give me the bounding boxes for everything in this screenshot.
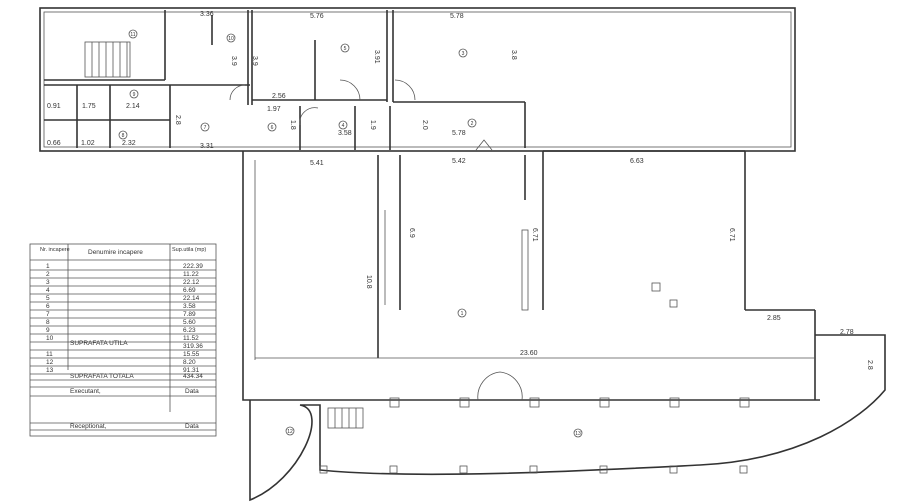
table-row-nr: 11 — [46, 351, 53, 358]
table-row-nr: 13 — [46, 367, 54, 374]
svg-text:8: 8 — [122, 133, 125, 139]
svg-text:3.36: 3.36 — [200, 11, 214, 18]
svg-text:5.42: 5.42 — [452, 158, 466, 165]
svg-text:4: 4 — [342, 123, 345, 129]
svg-text:Executant,: Executant, — [70, 388, 101, 395]
table-row-area: 22.14 — [183, 295, 200, 302]
table-row-area: 3.58 — [183, 303, 196, 310]
svg-text:Data: Data — [185, 388, 199, 395]
svg-text:SUPRAFATA TOTALA: SUPRAFATA TOTALA — [70, 373, 134, 380]
svg-text:13: 13 — [575, 431, 581, 437]
main-hall-walls — [242, 150, 820, 401]
svg-text:2.32: 2.32 — [122, 140, 136, 147]
svg-text:1.02: 1.02 — [81, 140, 95, 147]
svg-text:3.9: 3.9 — [251, 56, 258, 66]
svg-text:2: 2 — [471, 121, 474, 127]
area-table: Nr. incapere Denumire incapere Sup.utila… — [29, 243, 217, 437]
table-row-nr: 1 — [46, 263, 50, 270]
table-row-area: 22.12 — [183, 279, 200, 286]
terrace — [249, 334, 886, 502]
svg-text:3.9: 3.9 — [230, 56, 237, 66]
svg-text:434.34: 434.34 — [183, 373, 203, 380]
table-row-area: 15.55 — [183, 351, 200, 358]
svg-text:1.8: 1.8 — [289, 120, 296, 130]
svg-text:5.76: 5.76 — [310, 13, 324, 20]
table-row-nr: 3 — [46, 279, 50, 286]
svg-text:1.9: 1.9 — [369, 120, 376, 130]
svg-text:Data: Data — [185, 423, 199, 430]
table-row-nr: 5 — [46, 295, 50, 302]
svg-text:0.91: 0.91 — [47, 103, 61, 110]
svg-text:6: 6 — [271, 125, 274, 131]
svg-text:Nr. incapere: Nr. incapere — [40, 247, 70, 253]
door-swings — [229, 79, 493, 151]
svg-text:3.31: 3.31 — [200, 143, 214, 150]
table-row-area: 7.89 — [183, 311, 196, 318]
table-row-nr: 2 — [46, 271, 50, 278]
svg-text:10: 10 — [228, 36, 234, 42]
table-row-area: 222.39 — [183, 263, 203, 270]
svg-text:5.78: 5.78 — [452, 130, 466, 137]
table-row-area: 8.20 — [183, 359, 196, 366]
subtotal-area: 319.36 — [183, 343, 203, 350]
svg-text:5: 5 — [344, 46, 347, 52]
svg-text:11: 11 — [130, 32, 135, 38]
svg-text:10.8: 10.8 — [365, 275, 372, 289]
svg-text:2.8: 2.8 — [866, 360, 873, 370]
svg-text:6.71: 6.71 — [728, 228, 735, 242]
table-row-nr: 6 — [46, 303, 50, 310]
area-table-footer: SUPRAFATA UTILA SUPRAFATA TOTALA 434.34 … — [70, 340, 203, 430]
table-row-nr: 7 — [46, 311, 50, 318]
svg-text:3.58: 3.58 — [338, 130, 352, 137]
table-row-nr: 8 — [46, 319, 50, 326]
svg-text:9: 9 — [133, 92, 136, 98]
svg-text:2.8: 2.8 — [174, 115, 181, 125]
svg-text:Denumire incapere: Denumire incapere — [88, 249, 143, 256]
svg-text:3: 3 — [462, 51, 465, 57]
svg-text:12: 12 — [287, 429, 293, 435]
svg-text:5.78: 5.78 — [450, 13, 464, 20]
svg-text:5.41: 5.41 — [310, 160, 324, 167]
table-row-nr: 9 — [46, 327, 50, 334]
svg-text:2.0: 2.0 — [421, 120, 428, 130]
table-row-area: 11.52 — [183, 335, 199, 342]
table-row-area: 91.31 — [183, 367, 200, 374]
svg-text:1: 1 — [461, 311, 464, 317]
svg-text:0.66: 0.66 — [47, 140, 61, 147]
svg-text:6.71: 6.71 — [531, 228, 538, 242]
svg-text:2.14: 2.14 — [126, 103, 140, 110]
room-markers: 1 2 3 4 5 6 7 8 9 10 11 12 13 — [118, 29, 583, 438]
svg-text:SUPRAFATA UTILA: SUPRAFATA UTILA — [70, 340, 128, 347]
svg-text:23.60: 23.60 — [520, 350, 538, 357]
table-row-area: 6.23 — [183, 327, 196, 334]
upper-rooms-walls — [39, 7, 796, 152]
table-row-nr: 10 — [46, 335, 54, 342]
svg-text:6.9: 6.9 — [408, 228, 415, 238]
svg-text:2.78: 2.78 — [840, 329, 854, 336]
svg-text:3.91: 3.91 — [373, 50, 380, 64]
stairs-upper — [84, 41, 131, 78]
svg-text:Sup.utila (mp): Sup.utila (mp) — [172, 247, 206, 253]
svg-text:3.8: 3.8 — [510, 50, 517, 60]
table-row-nr: 12 — [46, 359, 54, 366]
dimension-labels: 3.36 5.76 5.78 3.9 3.9 3.91 3.8 0.91 1.7… — [47, 11, 873, 370]
table-row-area: 6.69 — [183, 287, 196, 294]
table-row-nr: 4 — [46, 287, 50, 294]
area-table-rows: 1 222.39 2 11.22 3 22.12 4 6.69 5 22.14 6 3.58 7 7.89… — [30, 263, 216, 375]
svg-text:2.56: 2.56 — [272, 93, 286, 100]
svg-text:6.63: 6.63 — [630, 158, 644, 165]
svg-text:7: 7 — [204, 125, 207, 131]
svg-text:2.85: 2.85 — [767, 315, 781, 322]
table-row-area: 5.60 — [183, 319, 196, 326]
table-row-area: 11.22 — [183, 271, 199, 278]
svg-text:1.75: 1.75 — [82, 103, 96, 110]
svg-text:1.97: 1.97 — [267, 106, 281, 113]
svg-text:Receptionat,: Receptionat, — [70, 423, 107, 430]
